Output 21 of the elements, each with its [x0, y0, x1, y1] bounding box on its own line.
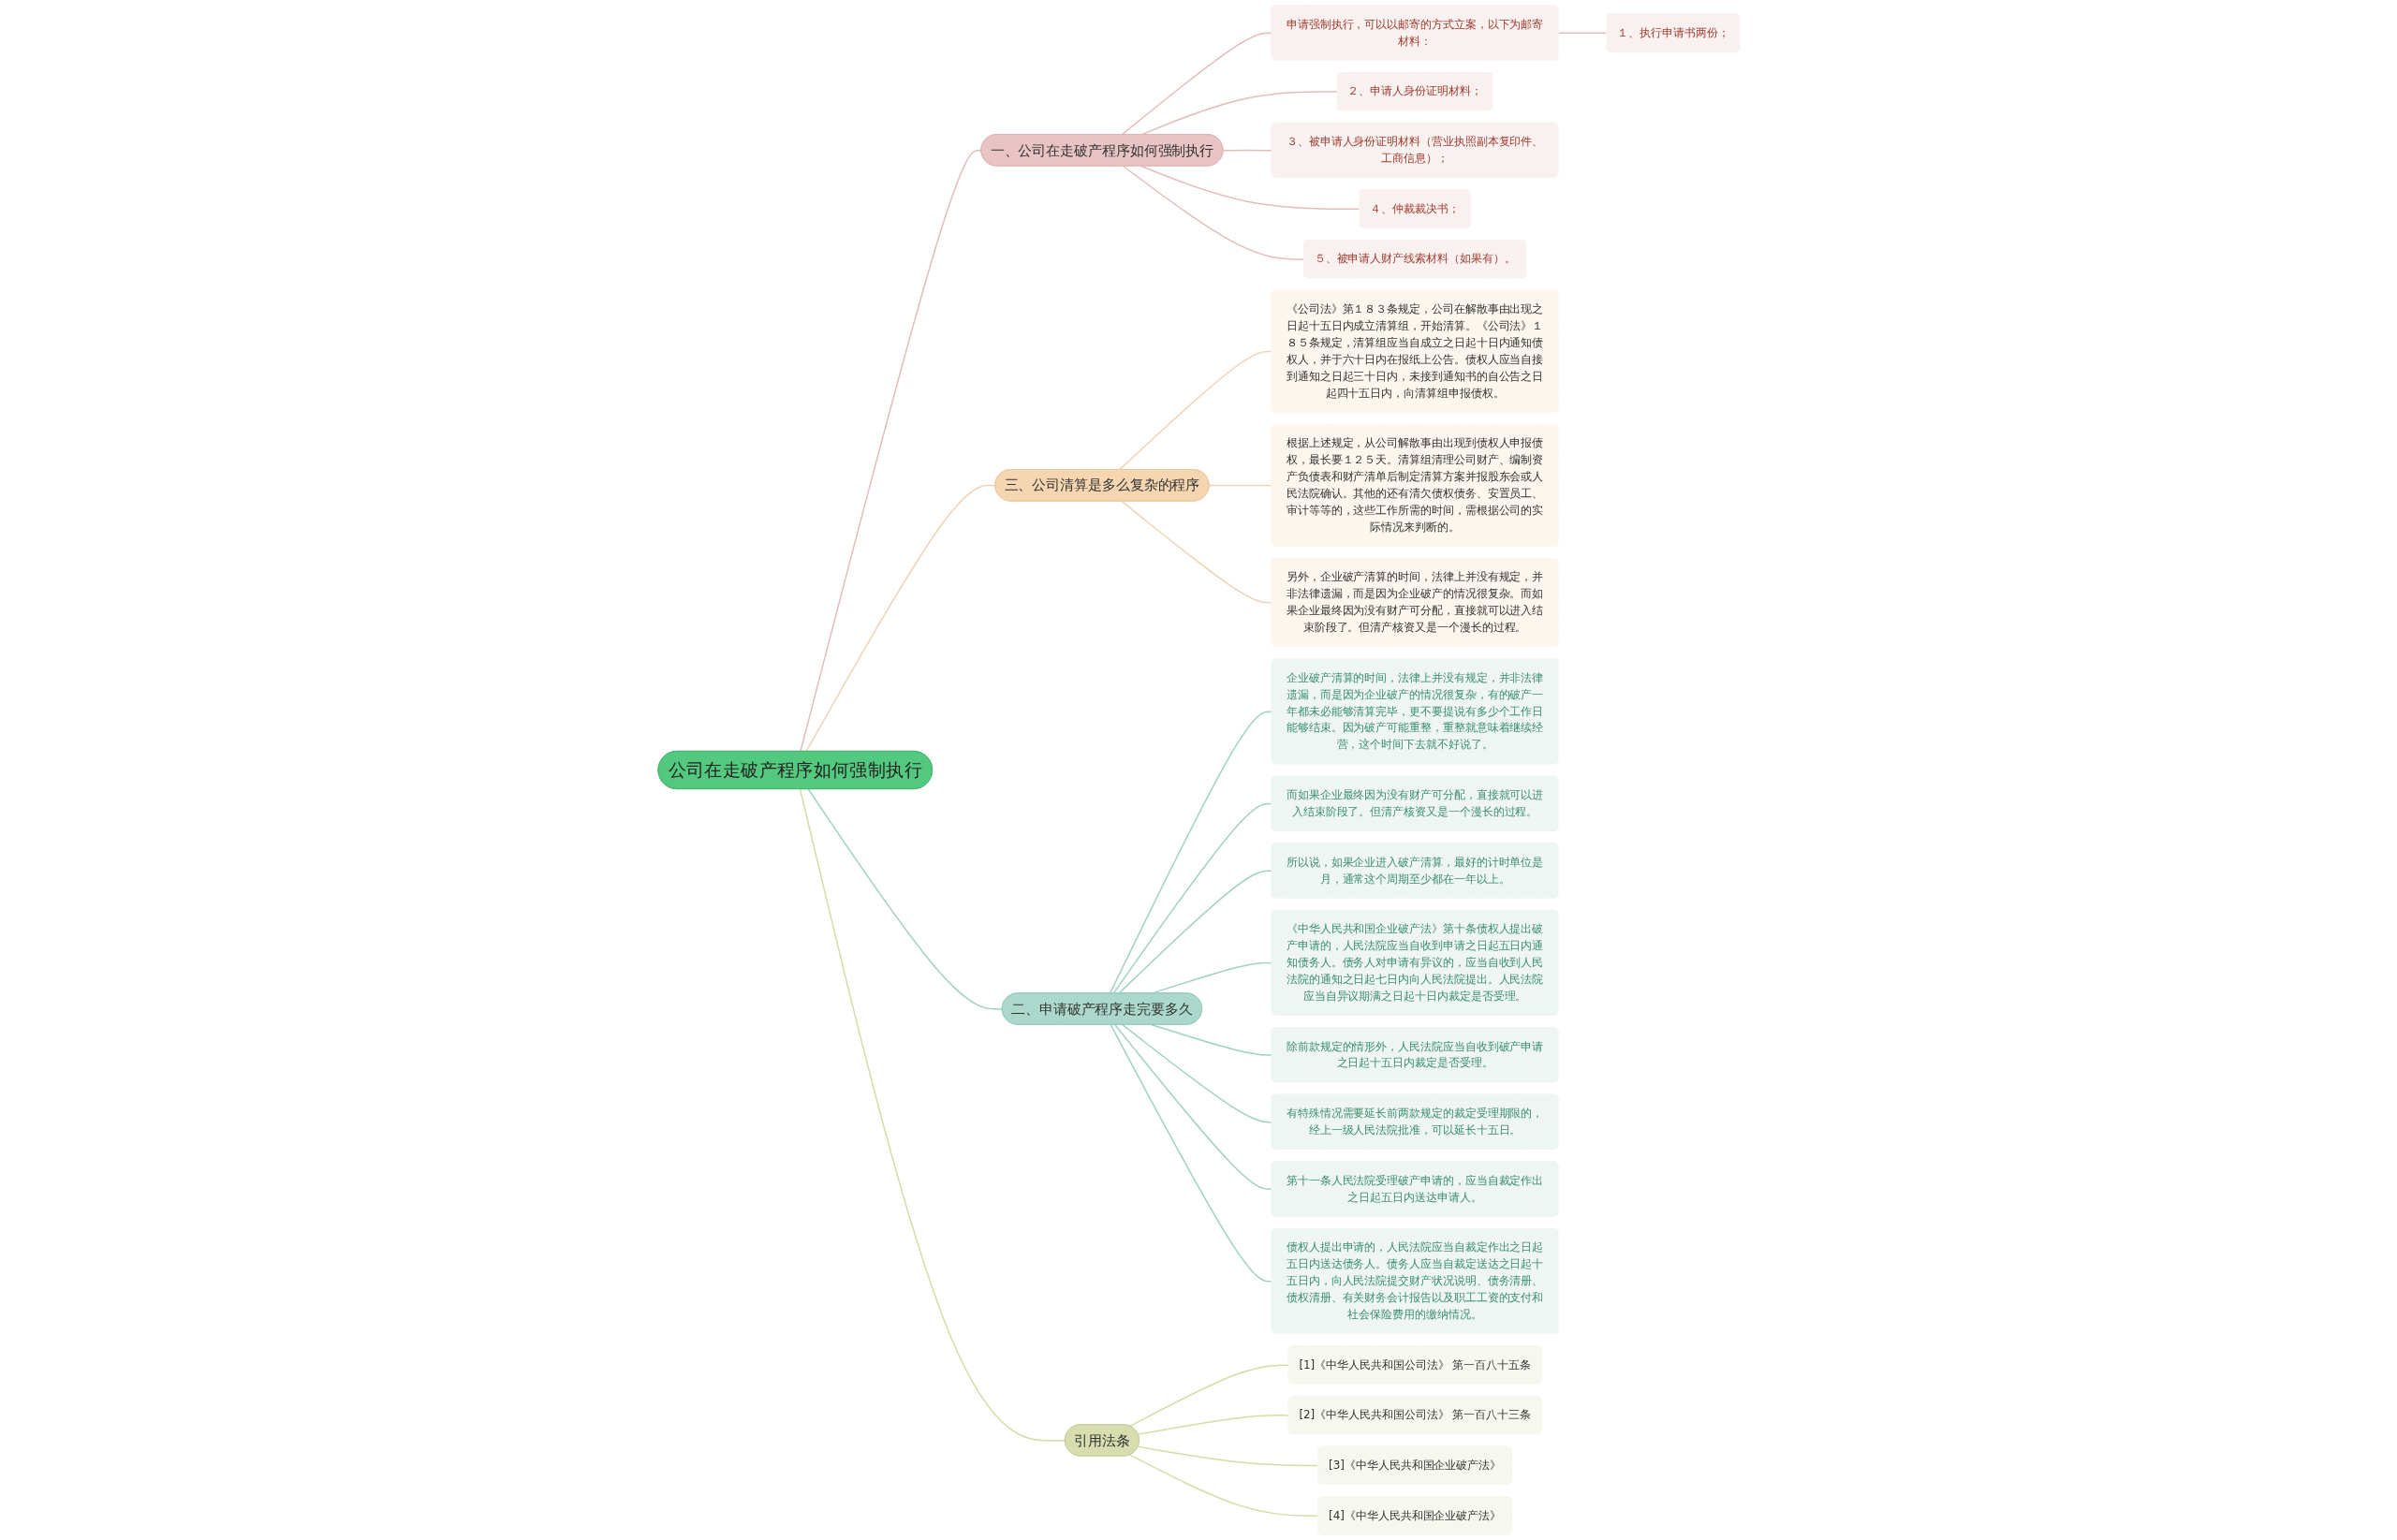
- connector: [799, 149, 982, 753]
- connector: [1121, 1023, 1272, 1123]
- connector: [1112, 802, 1272, 994]
- connector: [1222, 149, 1272, 152]
- connector: [1128, 1454, 1319, 1517]
- connector: [1137, 1445, 1319, 1467]
- connector: [804, 484, 996, 753]
- connector: [1208, 484, 1272, 487]
- connector: [1122, 165, 1305, 260]
- connector: [1109, 711, 1272, 994]
- connector: [1118, 350, 1272, 471]
- connector: [1120, 32, 1272, 136]
- connector: [1151, 1023, 1272, 1056]
- connector: [1110, 1023, 1272, 1283]
- connector: [1117, 870, 1272, 994]
- connector: [1128, 1364, 1289, 1428]
- connector: [1113, 1023, 1272, 1191]
- connector: [1120, 500, 1272, 604]
- connector: [1137, 1415, 1289, 1435]
- connector: [1557, 32, 1608, 35]
- connector: [807, 788, 1003, 1010]
